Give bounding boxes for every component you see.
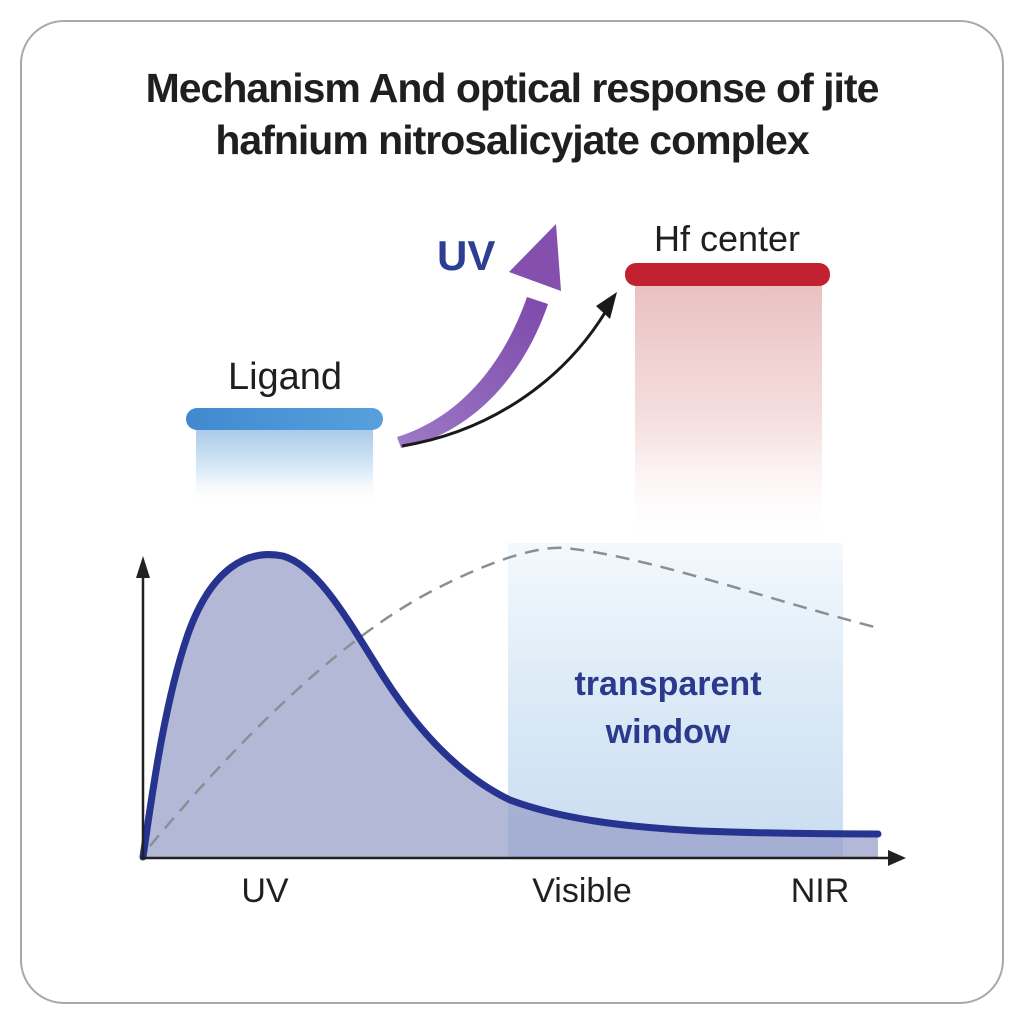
transparent-window-line-1: transparent xyxy=(574,665,762,703)
title-line-1: Mechanism And optical response of jite xyxy=(145,65,880,111)
x-tick-label-uv: UV xyxy=(241,872,289,910)
energy-transfer-arrowhead xyxy=(596,292,617,319)
ligand-label: Ligand xyxy=(227,356,343,398)
hf-level-bar xyxy=(625,263,830,286)
hf-center-label: Hf center xyxy=(653,218,801,259)
uv-arrow-label: UV xyxy=(437,232,496,279)
absorption-curve-fill xyxy=(143,554,878,857)
ligand-level-glow xyxy=(196,429,373,505)
uv-excitation-arrow xyxy=(397,297,548,448)
title-line-2: hafnium nitrosalicyjate complex xyxy=(215,117,809,163)
dashed-reference-curve xyxy=(149,546,883,847)
transparent-window-band xyxy=(508,543,843,858)
figure-title: Mechanism And optical response of jite h… xyxy=(0,62,1024,166)
uv-excitation-arrowhead xyxy=(509,224,561,291)
transparent-window-line-2: window xyxy=(605,713,731,751)
y-axis-arrowhead xyxy=(136,556,150,578)
energy-transfer-arrow xyxy=(401,310,608,448)
ligand-level-bar xyxy=(186,408,383,430)
transparent-window-annotation: transparent window xyxy=(543,660,793,756)
hf-level-glow xyxy=(635,285,822,547)
absorption-curve xyxy=(139,551,882,861)
x-axis-arrowhead xyxy=(888,850,906,866)
x-tick-label-nir: NIR xyxy=(790,872,850,910)
x-tick-label-visible: Visible xyxy=(532,872,632,910)
